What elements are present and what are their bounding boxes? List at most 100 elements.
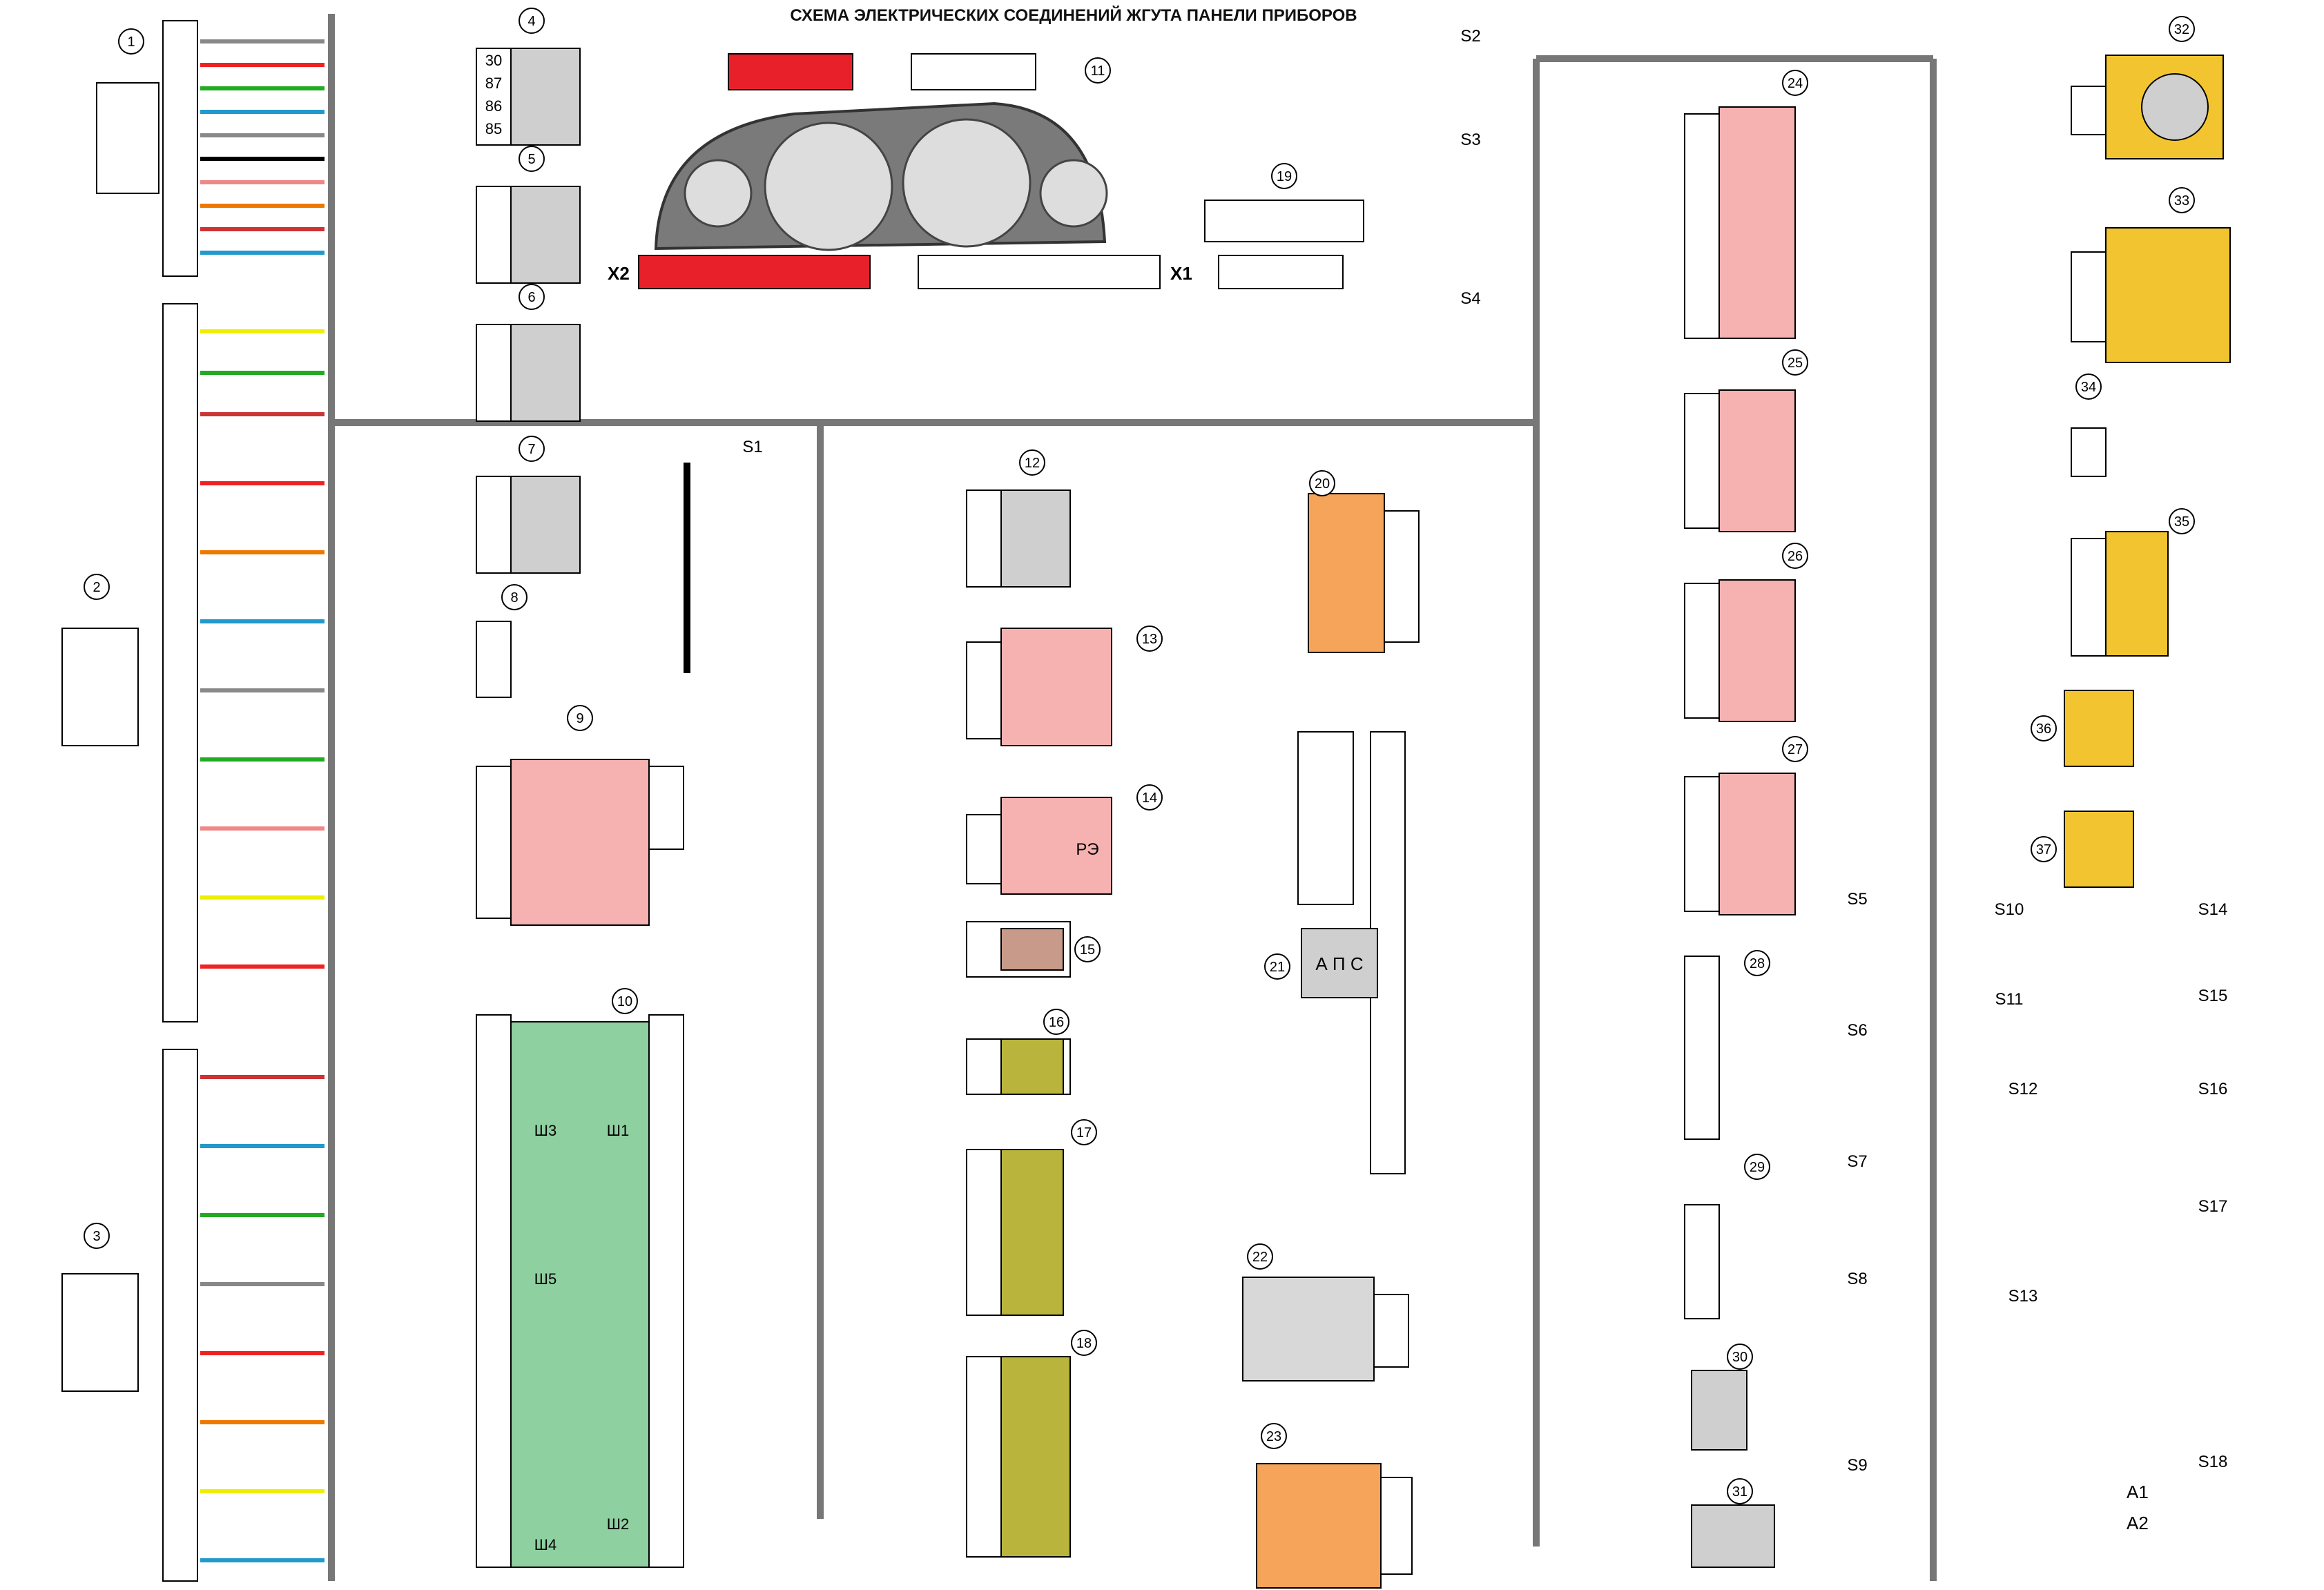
left-wire-bundle bbox=[200, 39, 325, 1562]
connector-x1: X1 bbox=[918, 255, 1192, 289]
connector-8: 8 bbox=[476, 584, 527, 698]
relay-14-re: РЭ bbox=[1076, 840, 1098, 859]
aps-label: А П С bbox=[1315, 953, 1363, 974]
lamp-22: 22 bbox=[1242, 1243, 1409, 1381]
connector-29-number: 29 bbox=[1750, 1160, 1765, 1175]
block-10-sh5: Ш5 bbox=[534, 1270, 556, 1288]
splice-s5: S5 bbox=[1847, 890, 1867, 909]
lamp-36: 36 bbox=[2031, 690, 2134, 767]
splice-s14: S14 bbox=[2198, 900, 2228, 919]
lamp-37-number: 37 bbox=[2036, 842, 2051, 857]
block-10-sh3: Ш3 bbox=[534, 1122, 556, 1139]
connector-3: 3 bbox=[61, 1223, 139, 1392]
switch-17-number: 17 bbox=[1076, 1125, 1092, 1141]
lamp-37: 37 bbox=[2031, 811, 2134, 888]
splice-s13: S13 bbox=[2008, 1287, 2038, 1306]
connector-11-number: 11 bbox=[1091, 64, 1105, 79]
relay-14-number: 14 bbox=[1142, 791, 1157, 806]
relay-5-number: 5 bbox=[527, 152, 535, 167]
splice-s6: S6 bbox=[1847, 1021, 1867, 1040]
a1-label: A1 bbox=[2127, 1482, 2149, 1502]
relay-pin-labels: 30 87 86 85 bbox=[485, 52, 502, 137]
fuse-block-10: 10 Ш3 Ш1 Ш5 Ш4 Ш2 bbox=[476, 988, 684, 1568]
switch-31-number: 31 bbox=[1732, 1484, 1747, 1500]
connector-29: 29 bbox=[1684, 1154, 1770, 1319]
lamp-36-number: 36 bbox=[2036, 721, 2051, 737]
left-pin-column-top bbox=[162, 20, 198, 1582]
connector-19-number: 19 bbox=[1277, 169, 1292, 184]
splice-s11: S11 bbox=[1995, 990, 2024, 1009]
relay-13-number: 13 bbox=[1142, 632, 1157, 647]
relay-14: РЭ 14 bbox=[966, 784, 1163, 895]
splice-labels: S2 S3 S4 S5 S6 S7 S8 S9 S10 S11 S12 S13 … bbox=[1460, 27, 2227, 1475]
splice-s12: S12 bbox=[2008, 1080, 2038, 1098]
switch-31: 31 bbox=[1691, 1478, 1775, 1568]
relay-9-number: 9 bbox=[576, 711, 583, 726]
lamp-30: 30 bbox=[1691, 1344, 1753, 1451]
relay-pin-87: 87 bbox=[485, 75, 502, 92]
splice-s3: S3 bbox=[1460, 130, 1480, 149]
connector-2-number: 2 bbox=[93, 580, 100, 595]
ignition-20-number: 20 bbox=[1315, 476, 1330, 492]
switch-16: 16 bbox=[966, 1009, 1071, 1095]
switch-26-number: 26 bbox=[1788, 549, 1803, 564]
relay-pin-30: 30 bbox=[485, 52, 502, 69]
aps-module-21: А П С 21 bbox=[1264, 731, 1406, 1174]
block-10-number: 10 bbox=[617, 994, 632, 1009]
relay-5: 5 bbox=[476, 146, 581, 284]
connector-28-number: 28 bbox=[1750, 956, 1765, 971]
a2-label: A2 bbox=[2127, 1513, 2149, 1533]
splice-s16: S16 bbox=[2198, 1080, 2228, 1098]
relay-7: 7 bbox=[476, 436, 581, 574]
connector-1-number: 1 bbox=[127, 35, 135, 50]
block-10-sh1: Ш1 bbox=[607, 1122, 629, 1139]
ignition-switch-20: 20 bbox=[1308, 470, 1420, 653]
clock-35: 35 bbox=[2071, 508, 2195, 657]
switch-16-number: 16 bbox=[1049, 1015, 1064, 1030]
motor-33-number: 33 bbox=[2174, 193, 2189, 209]
splice-s8: S8 bbox=[1847, 1270, 1867, 1288]
block-10-sh4: Ш4 bbox=[534, 1536, 556, 1553]
switch-27: 27 bbox=[1684, 736, 1808, 915]
relay-6: 6 bbox=[476, 284, 581, 422]
relay-pin-85: 85 bbox=[485, 120, 502, 137]
relay-13: 13 bbox=[966, 626, 1163, 746]
splice-s7: S7 bbox=[1847, 1152, 1867, 1171]
lamp-22-number: 22 bbox=[1252, 1250, 1268, 1265]
relay-4: 4 bbox=[476, 8, 581, 146]
diagram-title: СХЕМА ЭЛЕКТРИЧЕСКИХ СОЕДИНЕНИЙ ЖГУТА ПАН… bbox=[790, 6, 1357, 25]
harness-frame bbox=[328, 14, 1937, 1581]
relay-4-number: 4 bbox=[527, 14, 535, 29]
connector-2: 2 bbox=[61, 574, 139, 746]
splice-s18: S18 bbox=[2198, 1453, 2228, 1471]
splice-s17: S17 bbox=[2198, 1197, 2228, 1216]
relay-12-number: 12 bbox=[1025, 456, 1040, 471]
splice-s2: S2 bbox=[1460, 27, 1480, 46]
instrument-cluster bbox=[654, 101, 1108, 251]
motor-33: 33 bbox=[2071, 187, 2231, 363]
splice-s4: S4 bbox=[1460, 289, 1480, 308]
sensor-32-number: 32 bbox=[2174, 22, 2189, 37]
module-23: 23 bbox=[1256, 1423, 1413, 1589]
module-23-number: 23 bbox=[1266, 1429, 1281, 1444]
connector-34-number: 34 bbox=[2081, 380, 2096, 395]
relay-12: 12 bbox=[966, 449, 1071, 588]
block-10-sh2: Ш2 bbox=[607, 1515, 629, 1533]
x1-label: X1 bbox=[1170, 263, 1192, 284]
switch-27-number: 27 bbox=[1788, 742, 1803, 757]
splice-s10: S10 bbox=[1995, 900, 2024, 919]
connector-11: 11 bbox=[728, 53, 1111, 90]
switch-24: 24 bbox=[1684, 70, 1808, 339]
splice-s9: S9 bbox=[1847, 1456, 1867, 1475]
x2-label: X2 bbox=[608, 263, 630, 284]
sensor-32: 32 bbox=[2071, 16, 2224, 159]
switch-24-number: 24 bbox=[1788, 76, 1803, 91]
switch-17: 17 bbox=[966, 1119, 1097, 1316]
ground-a1-a2: A1 A2 bbox=[2127, 1482, 2149, 1533]
connector-1: 1 bbox=[96, 28, 159, 194]
splice-s1: S1 bbox=[684, 438, 763, 673]
splice-s15: S15 bbox=[2198, 987, 2228, 1005]
switch-18: 18 bbox=[966, 1330, 1097, 1558]
relay-pin-86: 86 bbox=[485, 97, 502, 115]
